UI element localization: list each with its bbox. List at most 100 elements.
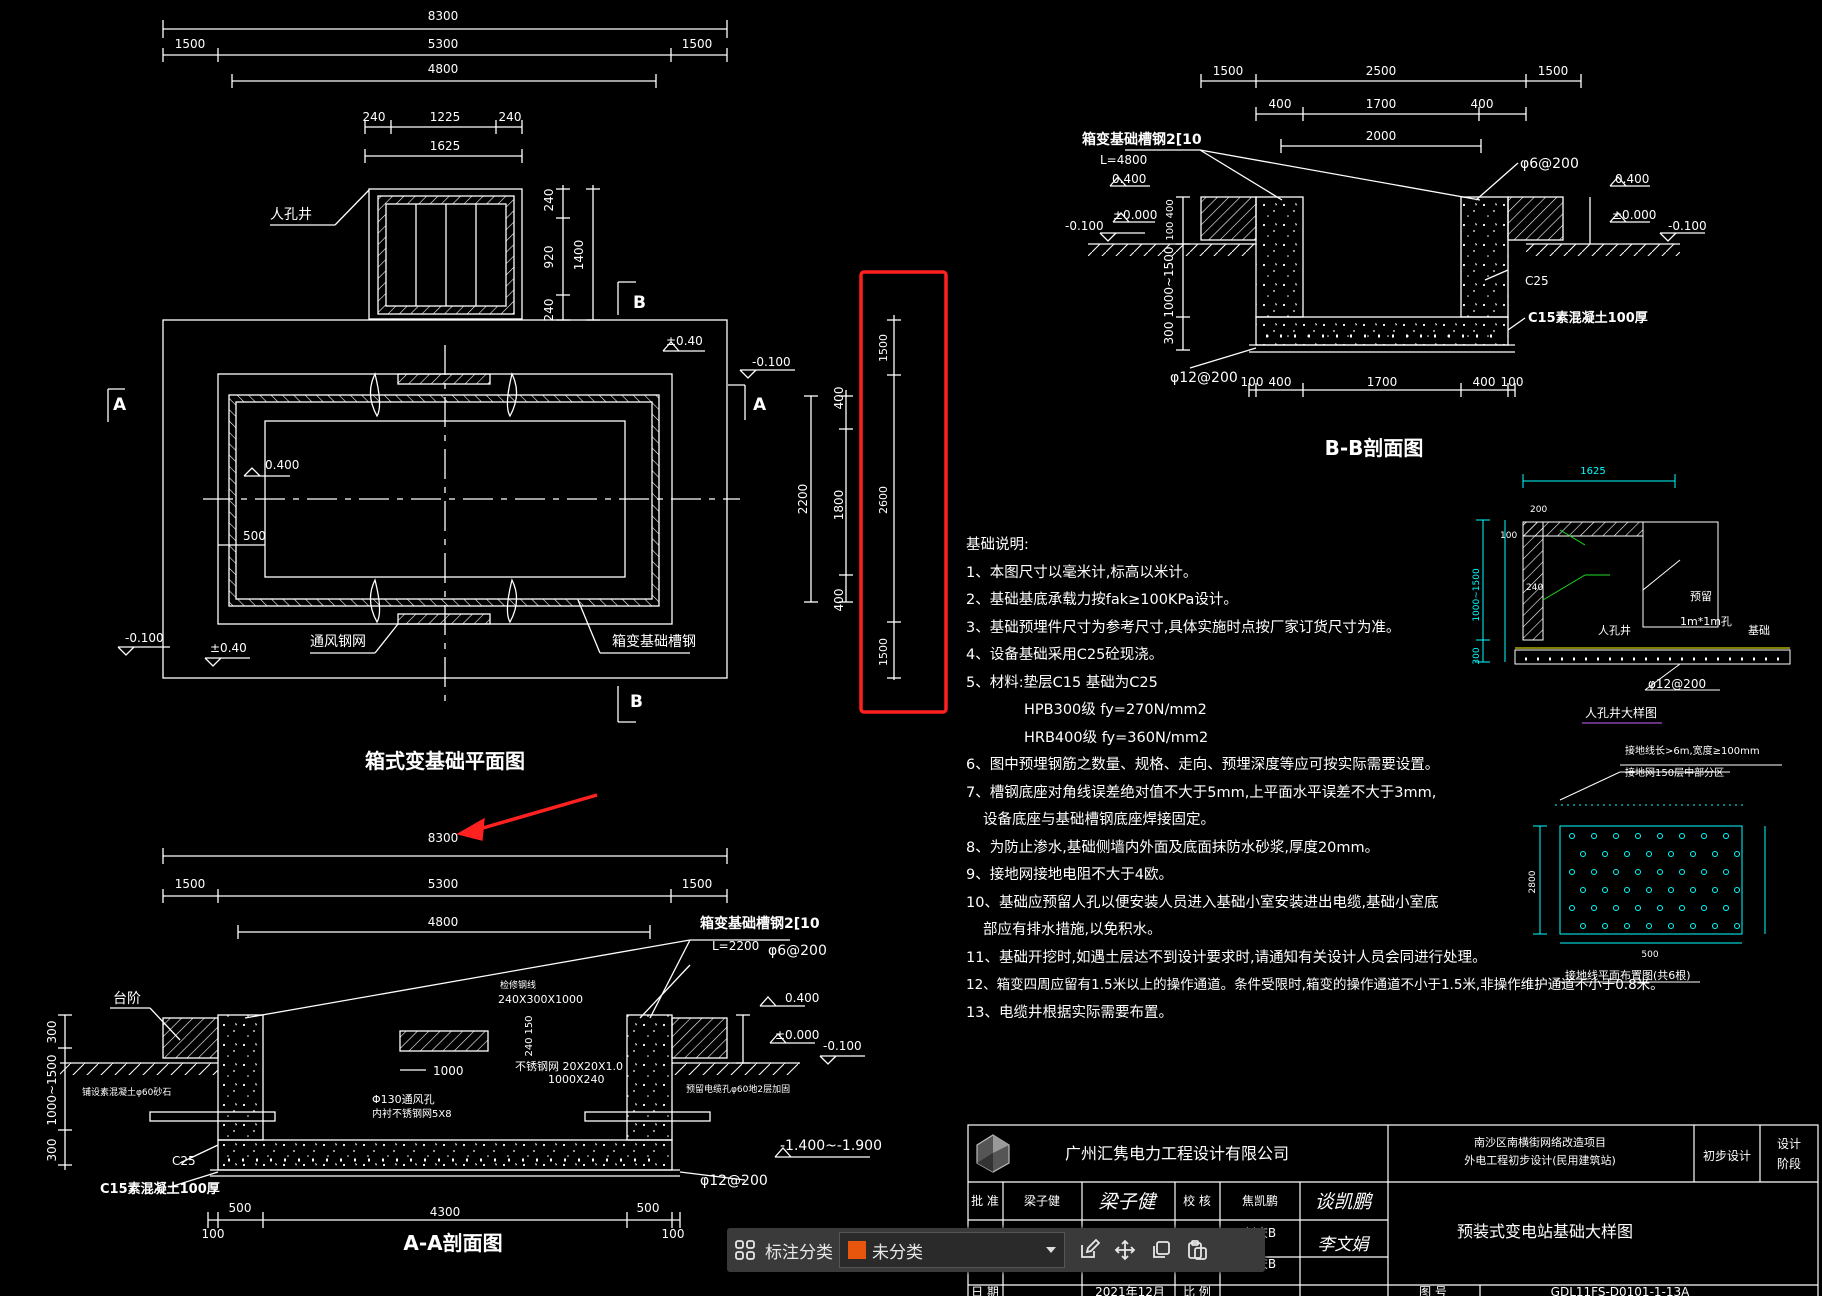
plan-vdim-2200: 2200 [796, 484, 810, 515]
mhd-label-manhole: 人孔井 [1598, 623, 1631, 637]
move-icon[interactable] [1107, 1232, 1143, 1268]
note-item: 7、槽钢底座对角线误差绝对值不大于5mm,上平面水平误差不大于3mm, [966, 784, 1437, 801]
mhd-dim-240: 240 [1526, 583, 1543, 593]
ground-rod-mark [1591, 833, 1597, 839]
plan-dim-500: 500 [243, 529, 266, 543]
ground-rod-mark [1657, 905, 1663, 911]
aa-channel-label: 箱变基础槽钢2[10 [700, 915, 820, 932]
ground-rod-mark [1668, 851, 1674, 857]
mh-dim-240-l: 240 [363, 110, 386, 124]
ground-rod-mark [1734, 887, 1740, 893]
bb-vdim-300: 300 [1162, 322, 1176, 345]
ground-rod-mark [1569, 905, 1575, 911]
ground-rod-mark [1624, 923, 1630, 929]
aa-bdim-100-r: 100 [662, 1227, 685, 1241]
edit-icon[interactable] [1071, 1232, 1107, 1268]
mhd-vdim-1000-1500: 1000~1500 [1472, 568, 1482, 622]
ground-rod-mark [1613, 905, 1619, 911]
ground-rod-mark [1602, 887, 1608, 893]
ground-rod-mark [1635, 869, 1641, 875]
tb-date-label: 日 期 [971, 1285, 999, 1296]
annotation-toolbar: 标注分类 未分类 [727, 1228, 1265, 1272]
ground-rod-mark [1580, 923, 1586, 929]
aa-dim-150: 150 [524, 1015, 535, 1034]
ground-rod-mark [1591, 869, 1597, 875]
bb-level-m0100-l: -0.100 [1065, 219, 1104, 233]
ground-rod-mark [1679, 869, 1685, 875]
aa-pipe-label: 检修钢线 [500, 979, 536, 991]
ground-rod-mark [1668, 923, 1674, 929]
chevron-down-icon [1046, 1247, 1056, 1253]
tb-scale-label: 比 例 [1183, 1285, 1211, 1296]
aa-step-label: 台阶 [113, 991, 141, 1007]
aa-steel-plate: 不锈钢网 20X20X1.0 [515, 1060, 623, 1073]
plan-level-040-bottom: ±0.40 [210, 641, 247, 655]
aa-vdim-300-b: 300 [45, 1139, 59, 1162]
aa-left-note: 铺设素混凝土φ60砂石 [82, 1086, 171, 1098]
aa-dim-4800: 4800 [428, 915, 459, 929]
tb-drawing-name: 预装式变电站基础大样图 [1457, 1222, 1633, 1241]
aa-section [58, 848, 870, 1228]
mh-vdim-920: 920 [542, 246, 556, 269]
redbox-dim-1500-b: 1500 [877, 638, 890, 666]
bb-dim-400-l: 400 [1269, 97, 1292, 111]
plan-dim-8300: 8300 [428, 9, 459, 23]
aa-steel-plate-2: 1000X240 [548, 1073, 605, 1086]
bb-level-m0100-r: -0.100 [1668, 219, 1707, 233]
section-mark-a-left: A [113, 395, 127, 415]
company-logo [976, 1134, 1010, 1173]
aa-rebar: φ6@200 [768, 943, 827, 959]
aa-dim-240: 240 [524, 1037, 535, 1056]
aa-level-0000: ±0.000 [775, 1028, 819, 1042]
paste-icon[interactable] [1179, 1232, 1215, 1268]
ground-rod-mark [1701, 833, 1707, 839]
aa-vdim-300-t: 300 [45, 1021, 59, 1044]
bb-rebar: φ6@200 [1520, 156, 1579, 172]
annotation-category-label: 标注分类 [765, 1242, 833, 1263]
bb-dim-2500: 2500 [1366, 64, 1397, 78]
aa-dim-1500-l: 1500 [175, 877, 206, 891]
ground-rod-mark [1569, 833, 1575, 839]
bb-vdim-100-400: 100 400 [1165, 199, 1176, 240]
aa-c25: C25 [172, 1154, 196, 1168]
aa-channel-len: L=2200 [712, 939, 759, 953]
copy-icon[interactable] [1143, 1232, 1179, 1268]
grid-icon[interactable] [727, 1232, 763, 1268]
mh-dim-1225: 1225 [430, 110, 461, 124]
ground-rod-mark [1602, 923, 1608, 929]
ground-rod-mark [1657, 833, 1663, 839]
grid-detail [1533, 764, 1782, 983]
aa-title: A-A剖面图 [403, 1231, 502, 1255]
ground-rod-mark [1613, 869, 1619, 875]
bb-bdim-400-r: 400 [1473, 375, 1496, 389]
bb-bdim-400-l: 400 [1269, 375, 1292, 389]
category-select[interactable]: 未分类 [839, 1232, 1065, 1268]
tb-date: 2021年12月 [1095, 1285, 1165, 1296]
ground-rod-mark [1734, 851, 1740, 857]
aa-c15: C15素混凝土100厚 [100, 1181, 220, 1197]
ground-rod-mark [1580, 887, 1586, 893]
note-item: 3、基础预埋件尺寸为参考尺寸,具体实施时点按厂家订货尺寸为准。 [966, 619, 1401, 636]
note-item: HPB300级 fy=270N/mm2 [1024, 702, 1207, 718]
aa-bdim-4300: 4300 [430, 1205, 461, 1219]
highlight-box [859, 270, 948, 714]
ground-rod-mark [1690, 923, 1696, 929]
plan-level-040-top: ±0.40 [666, 334, 703, 348]
aa-pipe-hole: Φ130通风孔 [372, 1093, 435, 1106]
grid-dots [1569, 833, 1740, 929]
mh-vdim-240-b: 240 [542, 299, 556, 322]
category-color-swatch [848, 1241, 866, 1259]
bb-level-0000-l: ±0.000 [1113, 208, 1157, 222]
mhd-dim-1625: 1625 [1580, 466, 1605, 477]
plan-level-m0100-right: -0.100 [752, 355, 791, 369]
aa-vdim-1000-1500: 1000~1500 [45, 1054, 59, 1125]
bb-vdim-1000-1500: 1000~1500 [1162, 246, 1176, 317]
ground-rod-mark [1591, 905, 1597, 911]
mh-vdim-1400: 1400 [572, 240, 586, 271]
notes-header: 基础说明: [966, 537, 1029, 553]
bb-dim-400-r: 400 [1471, 97, 1494, 111]
note-item: 5、材料:垫层C15 基础为C25 [966, 674, 1158, 691]
category-selected-value: 未分类 [872, 1242, 923, 1263]
note-item: 11、基础开挖时,如遇土层达不到设计要求时,请通知有关设计人员会同进行处理。 [966, 949, 1487, 966]
ground-rod-mark [1712, 887, 1718, 893]
